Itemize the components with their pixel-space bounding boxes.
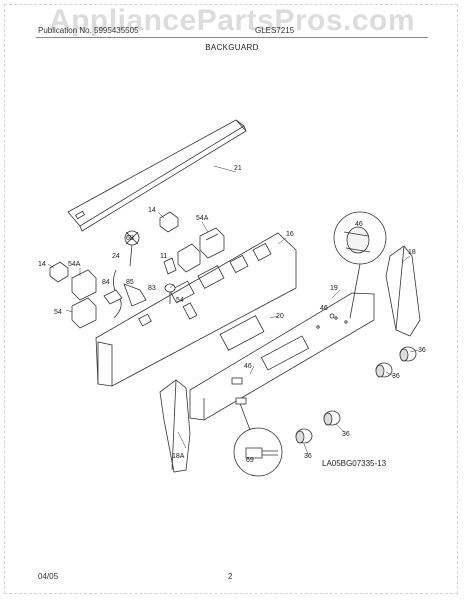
knob-2 [375, 362, 393, 378]
watermark: AppliancePartsPros.com [48, 4, 416, 37]
publication-number: Publication No. 5995435505 [38, 26, 139, 35]
trim-strip [67, 119, 247, 232]
part-label-19: 19 [330, 285, 338, 292]
part-label-14-left: 14 [38, 261, 46, 268]
part-label-46-right: 46 [320, 305, 328, 312]
switch-block-14a [159, 211, 179, 233]
part-label-68: 68 [126, 235, 134, 242]
part-label-84: 84 [102, 279, 110, 286]
part-label-69: 69 [246, 457, 254, 464]
part-label-36-c: 36 [342, 431, 350, 438]
page-border [4, 4, 458, 594]
part-label-18a: 18A [172, 453, 185, 460]
part-68-assembly [124, 230, 140, 267]
part-label-36-b: 36 [392, 373, 400, 380]
part-label-18: 18 [408, 249, 416, 256]
part-label-21: 21 [234, 165, 242, 172]
knob-1 [399, 346, 417, 362]
wire-harness [103, 269, 147, 319]
part-11 [163, 257, 177, 275]
footer-date: 04/05 [38, 572, 59, 581]
rear-panel [95, 232, 297, 387]
knob-callout [333, 211, 387, 319]
part-label-36-d: 36 [304, 453, 312, 460]
page-title: BACKGUARD [205, 43, 259, 52]
part-label-20: 20 [276, 313, 284, 320]
switch-block-54a-top [199, 227, 225, 259]
end-cap-right [385, 245, 421, 337]
control-panel [189, 292, 375, 421]
switch-block-center [177, 243, 201, 273]
knob-4 [295, 428, 313, 444]
switch-block-54-left [71, 297, 97, 329]
end-cap-left [159, 379, 191, 473]
part-label-83: 83 [148, 285, 156, 292]
header-rule [36, 37, 428, 38]
part-label-46-low: 46 [244, 363, 252, 370]
part-label-54-left: 54 [54, 309, 62, 316]
screw-callout [233, 397, 283, 477]
part-label-24: 24 [112, 253, 120, 260]
switch-block-14b [49, 261, 69, 283]
part-label-54a-left: 54A [68, 261, 81, 268]
part-label-36-a: 36 [418, 347, 426, 354]
clip-46-upper [329, 313, 335, 319]
part-label-46-callout: 46 [355, 221, 363, 228]
knob-3 [323, 410, 341, 426]
leader-lines [47, 165, 419, 455]
part-label-54a-top: 54A [196, 215, 209, 222]
part-label-14-top: 14 [148, 207, 156, 214]
clip-46-lower [231, 377, 247, 405]
part-label-16: 16 [286, 231, 294, 238]
part-label-85: 85 [126, 279, 134, 286]
part-label-54-mid: 54 [176, 297, 184, 304]
figure-reference: LA05BG07335-13 [322, 459, 387, 468]
page-number: 2 [228, 572, 233, 581]
part-label-11: 11 [160, 253, 167, 260]
model-number: GLES7215 [255, 26, 295, 35]
switch-block-54a-left [71, 269, 97, 301]
